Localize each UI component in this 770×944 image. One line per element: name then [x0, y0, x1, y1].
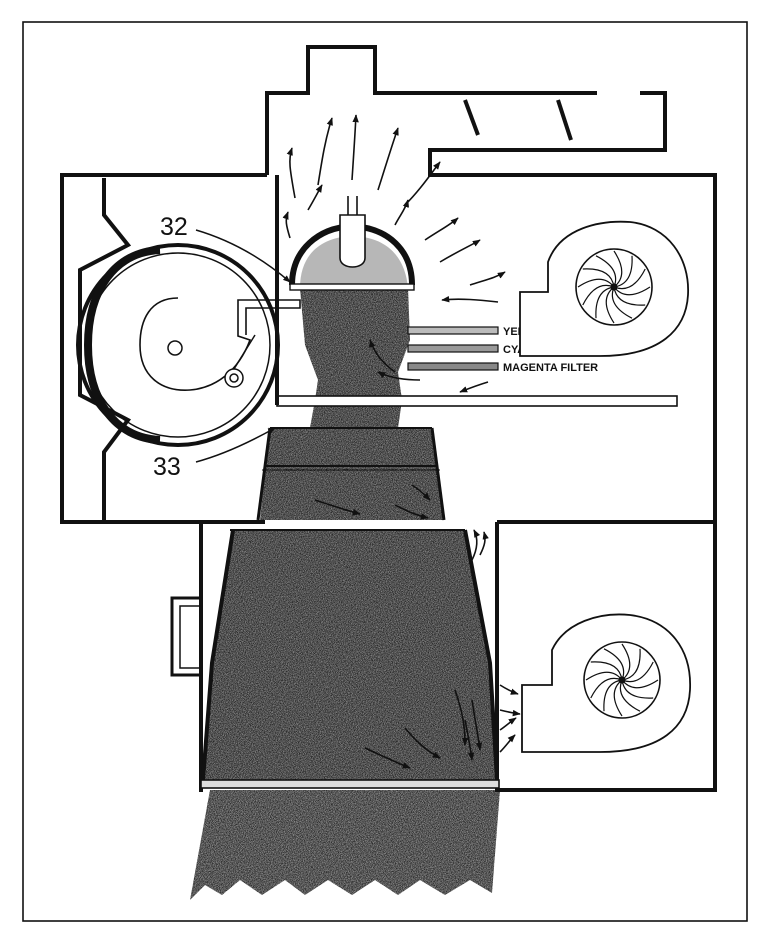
lamp-housing	[60, 173, 267, 524]
lamp-dome	[289, 196, 415, 291]
fan-hub	[618, 676, 626, 684]
yellow-filter-plate	[407, 326, 499, 335]
leader-32	[195, 229, 291, 283]
callout-33: 33	[153, 453, 181, 481]
magenta-filter-plate	[407, 362, 499, 371]
outer-frame	[22, 21, 748, 922]
reflector-drum	[76, 243, 301, 447]
magenta-filter-label: MAGENTA FILTER	[503, 362, 598, 374]
lens-cone	[200, 427, 500, 789]
airflow-arrows	[282, 114, 521, 769]
callout-leaders	[195, 229, 291, 463]
lower-cabinet	[199, 522, 203, 792]
leader-33	[195, 427, 276, 463]
top-exhaust-duct	[265, 45, 597, 175]
lower-blower-fan	[521, 613, 691, 753]
filter-stack	[407, 326, 499, 371]
cyan-filter-plate	[407, 344, 499, 353]
upper-blower-fan	[519, 220, 689, 357]
carry-handle	[170, 596, 201, 677]
fan-hub	[610, 283, 618, 291]
callout-32: 32	[160, 213, 188, 241]
beam-stipple	[190, 288, 500, 900]
